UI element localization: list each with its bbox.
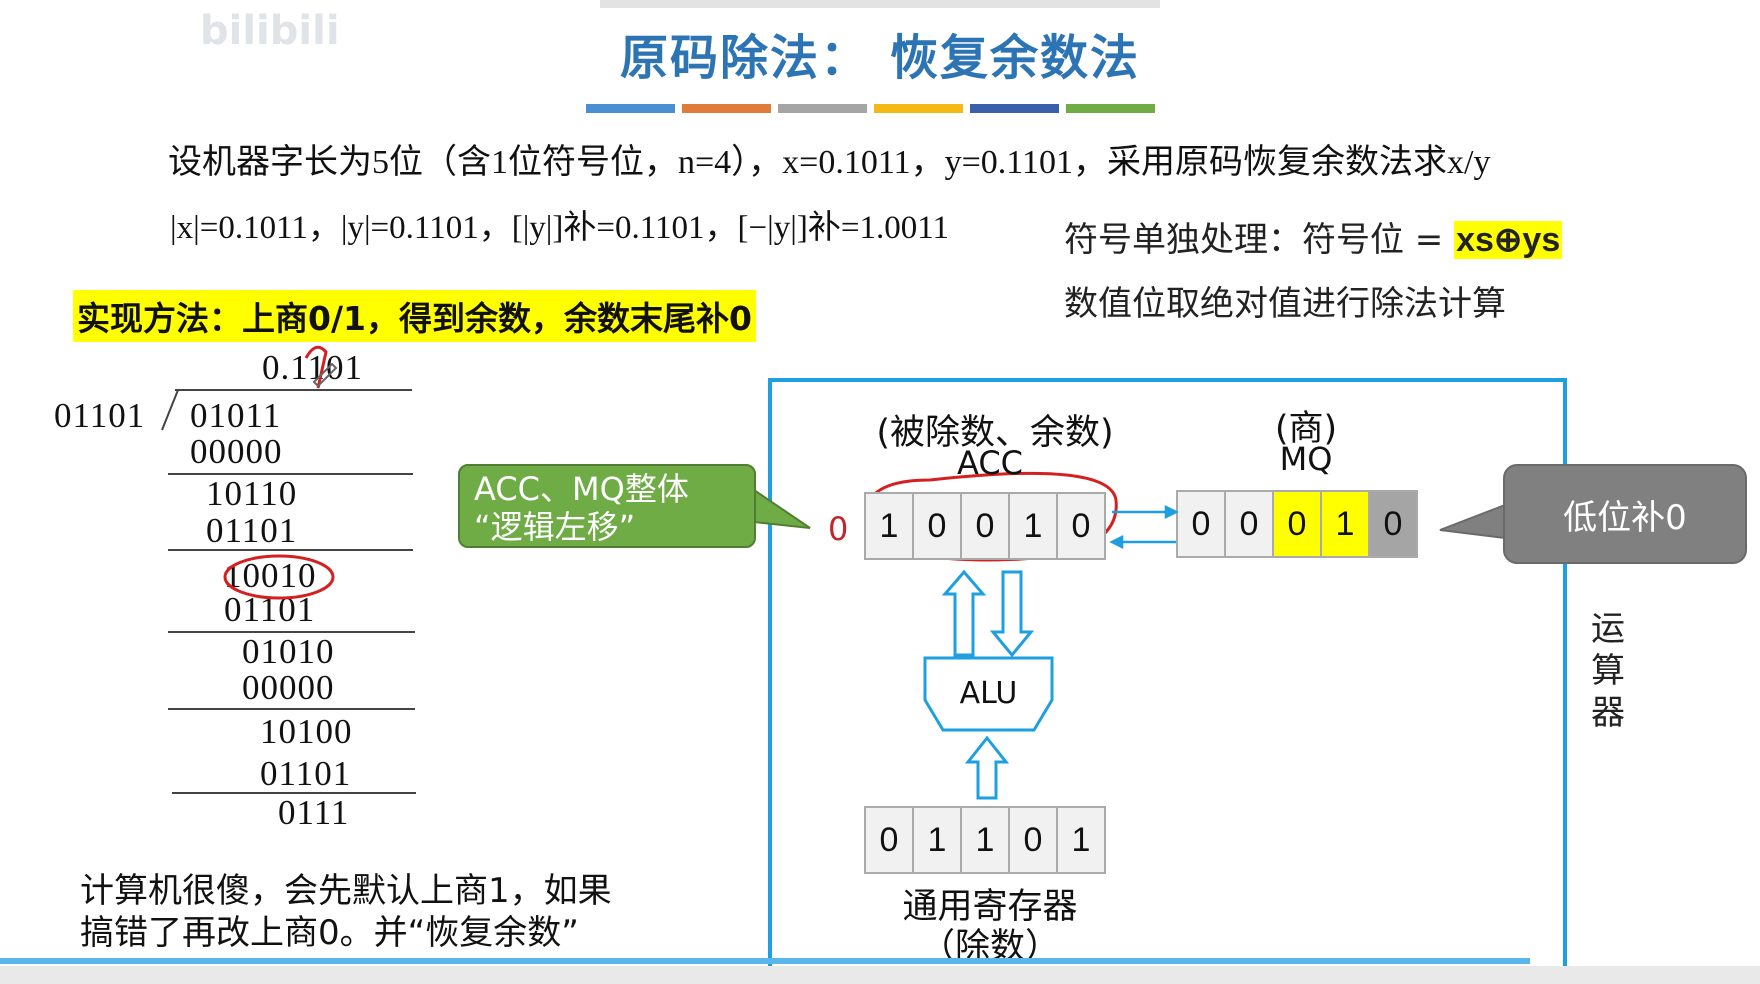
problem-statement: 设机器字长为5位（含1位符号位，n=4），x=0.1011，y=0.1101，采… [168, 144, 1491, 181]
division-row: 00000 [190, 432, 283, 471]
alu-label: ALU [959, 676, 1018, 711]
side-label-char: 器 [1591, 693, 1625, 733]
reg-bit: 1 [960, 806, 1010, 874]
alu-block [923, 656, 1054, 732]
mq-bit: 0 [1176, 490, 1226, 558]
mq-bit: 0 [1368, 490, 1418, 558]
video-progress-bar[interactable] [0, 958, 1530, 964]
division-line [168, 631, 415, 633]
callout-left-shift: ACC、MQ整体 “逻辑左移” [458, 464, 756, 548]
division-line [168, 549, 413, 551]
bilibili-watermark: bilibili [200, 8, 340, 54]
acc-bit: 1 [1008, 492, 1058, 560]
mq-register: 0 0 0 1 0 [1176, 490, 1418, 558]
method-highlight: 实现方法：上商0/1，得到余数，余数末尾补0 [73, 290, 756, 342]
quotient-line [175, 389, 412, 391]
green-callout-pointer [753, 488, 811, 529]
mq-bit: 0 [1272, 490, 1322, 558]
general-register: 0 1 1 0 1 [864, 806, 1106, 874]
bar-yellow [874, 104, 963, 113]
page-title: 原码除法： 恢复余数法 [0, 18, 1760, 88]
division-bracket [161, 389, 179, 431]
sign-note-1: 符号单独处理：符号位 = xs⊕ys [1064, 212, 1563, 261]
mq-label: MQ [1279, 440, 1333, 478]
division-line [168, 473, 413, 475]
note-line-1: 计算机很傻，会先默认上商1，如果 [80, 871, 612, 911]
acc-mq-arrows [1109, 504, 1179, 550]
division-row: 01010 [242, 632, 335, 671]
reg-bit: 0 [864, 806, 914, 874]
division-line [172, 792, 416, 794]
division-line [168, 708, 415, 710]
sign-note-2: 数值位取绝对值进行除法计算 [1064, 284, 1506, 324]
callout-fill-zero: 低位补0 [1503, 464, 1747, 564]
bar-blue [586, 104, 675, 113]
acc-shift-bit: 0 [828, 510, 849, 548]
division-row: 01011 [190, 396, 282, 435]
acc-bit: 0 [1056, 492, 1106, 560]
division-row: 0111 [278, 793, 350, 832]
video-controls-strip [0, 966, 1760, 984]
title-part1: 原码除法： [619, 30, 870, 86]
explanation-note: 计算机很傻，会先默认上商1，如果 搞错了再改上商0。并“恢复余数” [80, 870, 612, 954]
reg-caption: 通用寄存器 [902, 887, 1078, 927]
division-row: 01101 [206, 511, 298, 550]
reg-bit: 1 [1056, 806, 1106, 874]
note-line-2: 搞错了再改上商0。并“恢复余数” [80, 913, 579, 953]
callout-line: ACC、MQ整体 [474, 470, 689, 508]
reg-to-alu-arrow [964, 735, 1010, 800]
bar-darkblue [970, 104, 1059, 113]
callout-line: “逻辑左移” [474, 508, 636, 546]
bar-green [1066, 104, 1155, 113]
division-row: 01101 [260, 754, 352, 793]
sign-formula: xs⊕ys [1454, 221, 1563, 259]
reg-bit: 1 [912, 806, 962, 874]
sign-note-prefix: 符号单独处理：符号位 = [1064, 220, 1455, 260]
side-label: 运 算 器 [1588, 608, 1628, 734]
acc-caption: (被除数、余数) [876, 413, 1114, 453]
title-part2: 恢复余数法 [890, 30, 1141, 86]
acc-bit: 0 [960, 492, 1010, 560]
abs-values: |x|=0.1011，|y|=0.1101，[|y|]补=0.1101，[−|y… [170, 210, 949, 246]
acc-to-alu-arrow [989, 570, 1035, 658]
color-bars [586, 104, 1155, 113]
division-row: 10100 [260, 712, 353, 751]
division-row: 00000 [242, 668, 335, 707]
acc-label: ACC [956, 444, 1023, 482]
bar-orange [682, 104, 771, 113]
top-strip [600, 0, 1160, 8]
mq-bit: 0 [1224, 490, 1274, 558]
acc-bit: 0 [912, 492, 962, 560]
reg-bit: 0 [1008, 806, 1058, 874]
side-label-char: 算 [1591, 651, 1625, 691]
side-label-char: 运 [1591, 609, 1625, 649]
acc-bit: 1 [864, 492, 914, 560]
mq-caption: (商) [1274, 409, 1338, 449]
divisor: 01101 [54, 396, 146, 435]
alu-to-acc-arrow [941, 569, 987, 657]
acc-register: 1 0 0 1 0 [864, 492, 1106, 560]
gray-callout-pointer [1439, 503, 1506, 540]
division-row: 10110 [206, 474, 298, 513]
bar-gray [778, 104, 867, 113]
